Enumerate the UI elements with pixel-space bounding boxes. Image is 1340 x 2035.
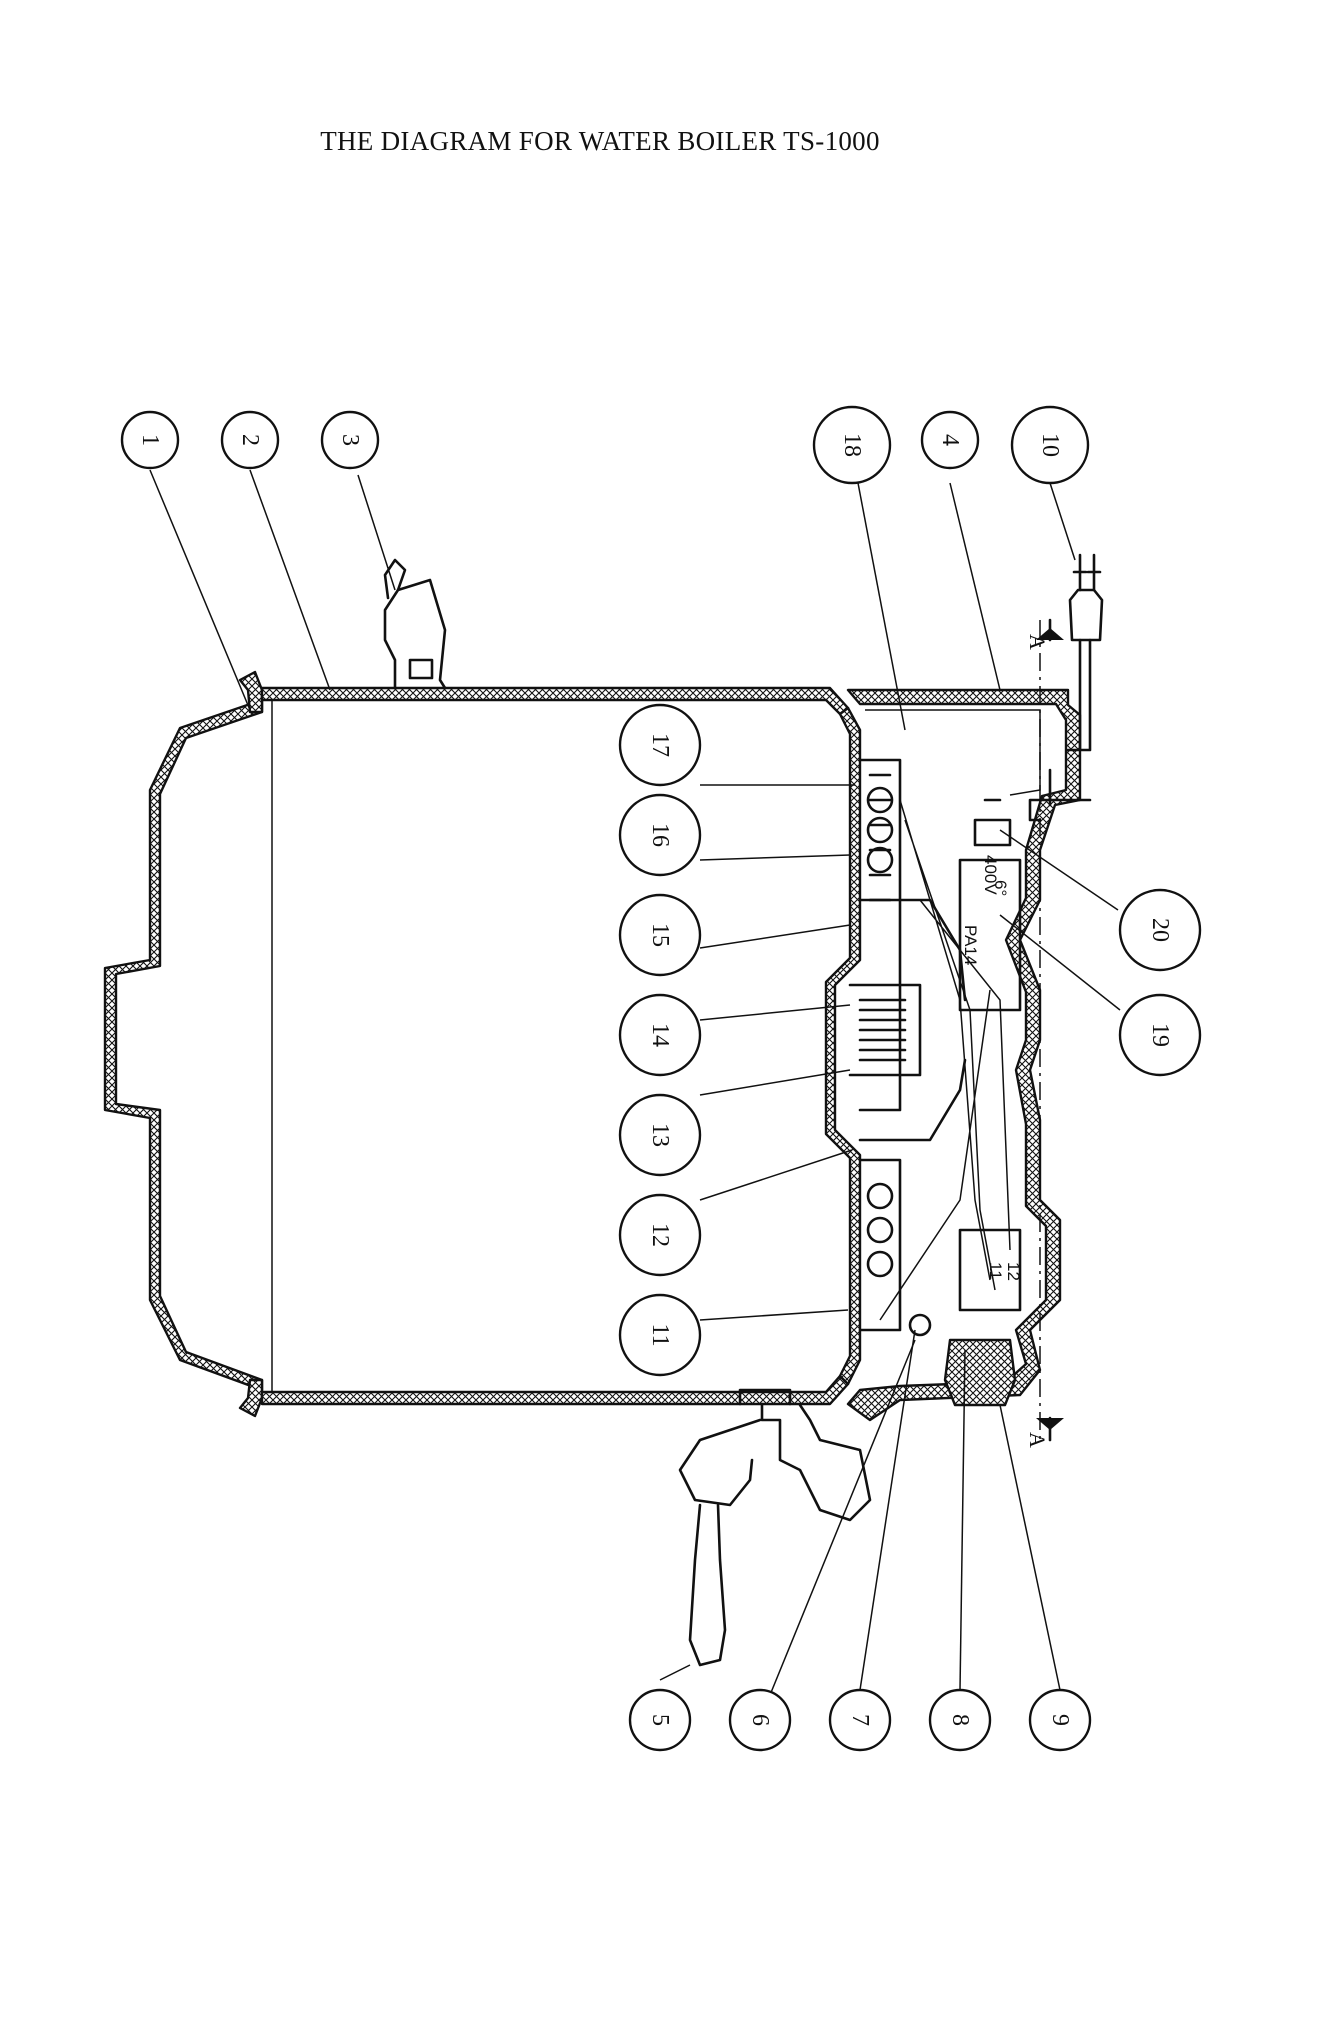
svg-text:2: 2 <box>237 434 263 446</box>
angle-label: 6° <box>991 880 1010 896</box>
svg-text:13: 13 <box>647 1123 673 1147</box>
svg-text:1: 1 <box>137 434 163 446</box>
svg-text:10: 10 <box>1037 433 1063 457</box>
plug-pins <box>1072 553 1102 592</box>
power-cord <box>1028 638 1092 822</box>
callout-8: 8 <box>928 1688 992 1752</box>
callout-9: 9 <box>1028 1688 1092 1752</box>
svg-text:7: 7 <box>847 1714 873 1726</box>
lid-rim-bottom <box>238 1378 264 1418</box>
svg-text:4: 4 <box>937 434 963 446</box>
tap-lever <box>688 1503 727 1667</box>
tap-spout <box>760 1402 872 1522</box>
coil-loop-6 <box>866 846 894 874</box>
callout-20: 20 <box>1118 888 1202 972</box>
callout-19: 19 <box>1118 993 1202 1077</box>
svg-text:19: 19 <box>1147 1023 1173 1047</box>
terminal-label-a: 11 <box>986 1262 1005 1280</box>
svg-text:18: 18 <box>839 433 865 457</box>
tank-base <box>824 706 862 1386</box>
callout-6: 6 <box>728 1688 792 1752</box>
svg-text:11: 11 <box>647 1323 673 1346</box>
svg-text:17: 17 <box>647 733 673 757</box>
switch-block <box>958 858 1022 1012</box>
svg-text:3: 3 <box>337 434 363 446</box>
switch-contacts <box>973 798 1012 847</box>
callout-2: 2 <box>220 410 280 470</box>
callout-14: 14 <box>618 993 702 1077</box>
tap-valve <box>678 1418 762 1507</box>
callout-10: 10 <box>1010 405 1090 485</box>
svg-text:9: 9 <box>1047 1714 1073 1726</box>
svg-text:16: 16 <box>647 823 673 847</box>
steam-pipe-lower <box>858 1058 967 1142</box>
svg-text:15: 15 <box>647 923 673 947</box>
thermostat-spring <box>858 998 907 1062</box>
coil-loop-4 <box>866 786 894 814</box>
callout-7: 7 <box>828 1688 892 1752</box>
callout-16: 16 <box>618 793 702 877</box>
svg-text:20: 20 <box>1147 918 1173 942</box>
wiring-bundle <box>879 799 1011 1321</box>
steam-pipe-upper <box>858 898 967 1002</box>
svg-text:12: 12 <box>647 1223 673 1247</box>
tank-wall-top <box>260 686 850 716</box>
handle-bracket <box>408 658 434 680</box>
diagram-title: THE DIAGRAM FOR WATER BOILER TS-1000 <box>320 126 880 156</box>
coil-loop-3 <box>866 1250 894 1278</box>
section-mark-bottom: A <box>1025 1432 1050 1448</box>
tap-nut <box>738 1388 792 1406</box>
callout-11: 11 <box>618 1293 702 1377</box>
base-inner-channel <box>865 709 1041 796</box>
voltage-label: 400V <box>981 855 1000 895</box>
callout-3: 3 <box>320 410 380 470</box>
coil-loop-2 <box>866 1216 894 1244</box>
callout-5: 5 <box>628 1688 692 1752</box>
side-handle <box>383 578 447 690</box>
coil-loop-1 <box>866 1182 894 1210</box>
callout-17: 17 <box>618 703 702 787</box>
heater-coil-right <box>858 1158 902 1332</box>
section-mark-top: A <box>1025 634 1050 650</box>
svg-text:6: 6 <box>747 1714 773 1726</box>
drain-valve <box>908 1313 932 1337</box>
terminal-label-b: 12 <box>1004 1262 1023 1281</box>
callout-15: 15 <box>618 893 702 977</box>
callout-18: 18 <box>812 405 892 485</box>
callout-1: 1 <box>120 410 180 470</box>
leader-lines <box>149 469 1121 1696</box>
callout-12: 12 <box>618 1193 702 1277</box>
handle-grip <box>383 558 407 600</box>
svg-text:5: 5 <box>647 1714 673 1726</box>
coil-loop-5 <box>866 816 894 844</box>
callout-13: 13 <box>618 1093 702 1177</box>
svg-text:14: 14 <box>647 1023 673 1047</box>
lid-rim-top <box>238 670 264 714</box>
heating-element <box>858 758 902 1112</box>
foot-fitting <box>943 1338 1017 1407</box>
callout-4: 4 <box>920 410 980 470</box>
plug-body <box>1068 588 1104 642</box>
svg-text:8: 8 <box>947 1714 973 1726</box>
rating-label: PA14 <box>961 925 980 965</box>
lid-shell <box>103 698 264 1392</box>
terminal-block <box>958 1228 1022 1312</box>
thermostat-housing <box>848 983 922 1077</box>
